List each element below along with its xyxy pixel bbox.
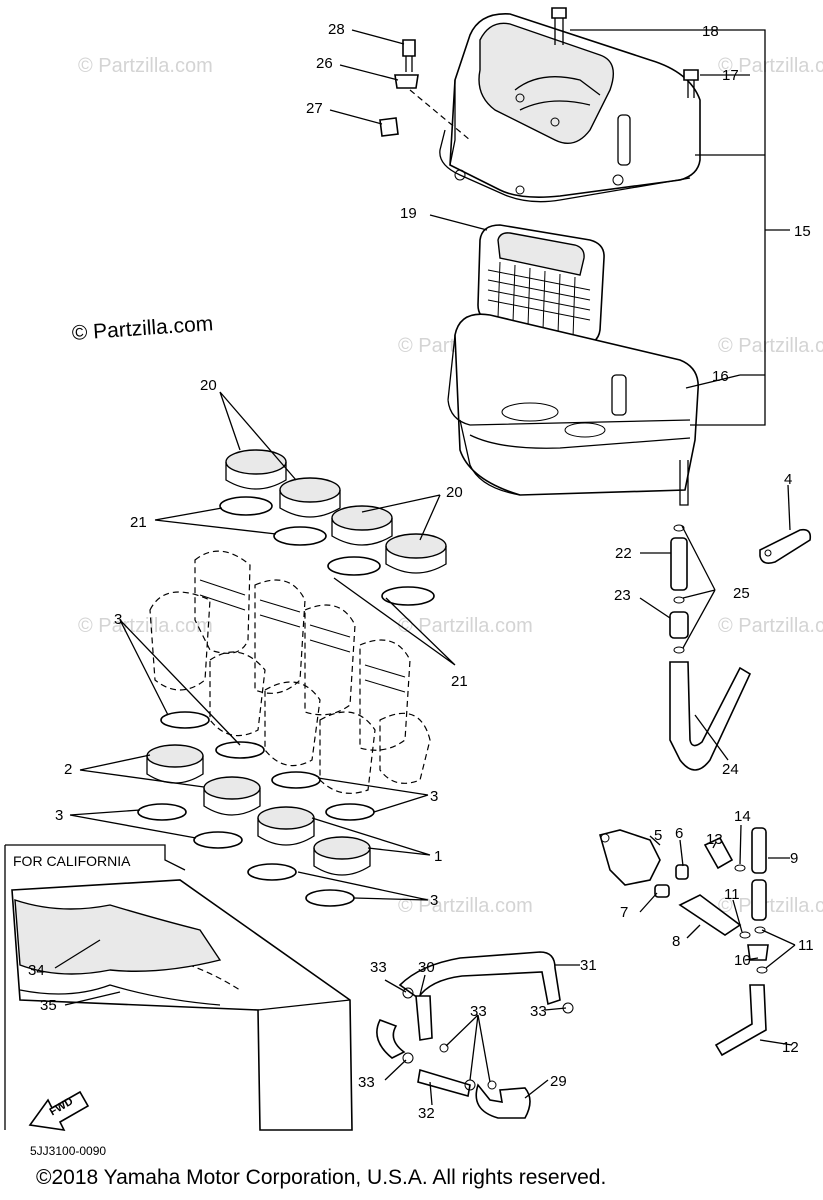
callout-33: 33 [358,1074,375,1091]
air-cleaner-case-lower [447,313,699,506]
callout-33: 33 [470,1003,487,1020]
callout-5: 5 [654,827,662,844]
callout-30: 30 [418,959,435,976]
callout-12: 12 [782,1039,799,1056]
footer-copyright: ©2018 Yamaha Motor Corporation, U.S.A. A… [36,1166,607,1189]
callout-31: 31 [580,957,597,974]
air-cleaner-case-upper [439,13,701,203]
callout-11: 11 [724,886,740,903]
watermark: © Partzilla.com [398,615,533,637]
callout-3: 3 [430,892,438,909]
callout-23: 23 [614,587,631,604]
watermark: © Partzilla.com [78,55,213,77]
diagram-code: 5JJ3100-0090 [30,1144,107,1158]
callout-24: 24 [722,761,739,778]
emission-hoses [599,827,769,1057]
callout-25: 25 [733,585,750,602]
watermark: © Partzilla.com [718,335,823,357]
california-label: FOR CALIFORNIA [13,853,131,869]
callout-8: 8 [672,933,680,950]
callout-19: 19 [400,205,417,222]
watermark: © Partzilla.com [718,615,823,637]
carburetor-joints [137,711,375,907]
watermark: © Partzilla.com [718,895,823,917]
callout-3: 3 [55,807,63,824]
callout-7: 7 [620,904,628,921]
callout-10: 10 [734,952,751,969]
watermark: © Partzilla.com [398,895,533,917]
mounting-hardware [379,7,699,141]
callout-16: 16 [712,368,729,385]
callout-6: 6 [675,825,683,842]
callout-32: 32 [418,1105,435,1122]
callout-22: 22 [615,545,632,562]
callout-numbers: 28 26 27 18 17 15 19 16 20 20 21 21 4 22… [13,21,814,1122]
callout-2: 2 [64,761,72,778]
bracket [759,528,812,564]
callout-29: 29 [550,1073,567,1090]
callout-21: 21 [451,673,468,690]
leader-lines [54,29,796,1106]
callout-20: 20 [446,484,463,501]
callout-4: 4 [784,471,792,488]
callout-34: 34 [28,962,45,979]
air-filter-element [477,224,605,346]
callout-1: 1 [434,848,442,865]
watermark: © Partzilla.com [718,55,823,77]
callout-11: 11 [798,937,814,954]
callout-18: 18 [702,23,719,40]
callout-35: 35 [40,997,57,1014]
callout-15: 15 [794,223,811,240]
callout-14: 14 [734,808,751,825]
watermark: © Partzilla.com [78,615,213,637]
callout-21: 21 [130,514,147,531]
drain-hose-assembly [669,524,752,771]
callout-9: 9 [790,850,798,867]
callout-20: 20 [200,377,217,394]
callout-27: 27 [306,100,323,117]
callout-3: 3 [114,611,122,628]
callout-17: 17 [722,67,739,84]
callout-26: 26 [316,55,333,72]
intake-joints [219,449,447,606]
callout-3: 3 [430,788,438,805]
callout-28: 28 [328,21,345,38]
callout-33: 33 [370,959,387,976]
callout-33: 33 [530,1003,547,1020]
callout-13: 13 [706,831,723,848]
california-section [4,844,574,1132]
carburetor-assembly-outline [149,550,431,794]
